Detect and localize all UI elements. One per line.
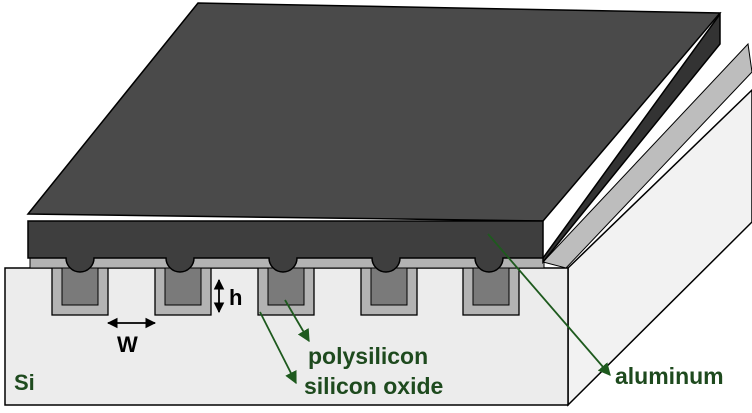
oxide-side-strip: [542, 42, 752, 269]
si-label: Si: [14, 370, 35, 395]
h-label: h: [229, 285, 242, 310]
trench-5: [462, 267, 520, 316]
trench-group: [51, 267, 520, 316]
trench-2: [154, 267, 212, 316]
oxide-label: silicon oxide: [304, 373, 443, 399]
trench-1: [51, 267, 109, 316]
polysilicon-label: polysilicon: [308, 343, 428, 369]
oxide-arrow: [259, 311, 297, 385]
trench-3: [257, 267, 315, 316]
trench-4: [360, 267, 418, 316]
polysilicon-arrow: [284, 299, 310, 343]
aluminum-label: aluminum: [615, 363, 724, 389]
w-label: W: [117, 332, 138, 357]
aluminum-side-face: [542, 11, 721, 265]
aluminum-arrow: [487, 233, 611, 376]
aluminum-front-face: [27, 220, 544, 273]
aluminum-top-face: [26, 2, 722, 222]
